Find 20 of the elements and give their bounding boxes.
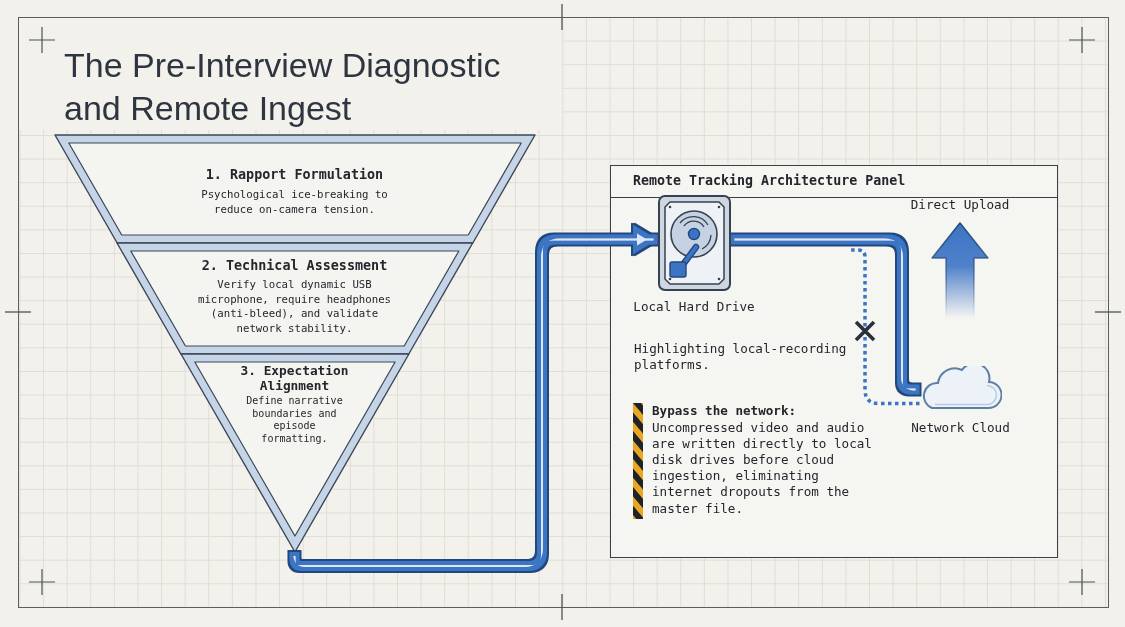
stage-description: Verify local dynamic USB microphone, require headphones (anti-bleed), and validate network stability. [197,278,391,336]
funnel-stage [54,135,535,243]
stage-title: 3. Expectation Alignment [240,364,349,393]
arrow-caption: Direct Upload [910,197,1010,214]
stage-description: Psychological ice-breaking to reduce on-camera tension. [201,187,388,217]
funnel-stage [180,354,409,552]
callout-heading: Bypass the network: [652,403,797,420]
pipe-connector [730,234,920,395]
panel [610,165,1058,558]
callout-text: Uncompressed video and audio are written directly to local disk drives before cloud ingestion, eliminating internet dropouts from the master file. [652,419,872,517]
diagram-title: The Pre-Interview Diagnostic and Remote Ingest [64,45,502,129]
note-text: Highlighting local-recording platforms. [634,341,847,374]
icon-caption: Local Hard Drive [633,298,755,315]
dotted-line [851,248,920,406]
funnel-stage [116,243,473,354]
stage-description: Define narrative boundaries and episode formatting. [246,395,343,445]
icon-caption: Network Cloud [911,419,1010,436]
hard-drive-icon [657,194,731,291]
stage-title: 2. Technical Assessment [201,257,388,274]
stage-title: 1. Rapport Formulation [205,166,384,183]
